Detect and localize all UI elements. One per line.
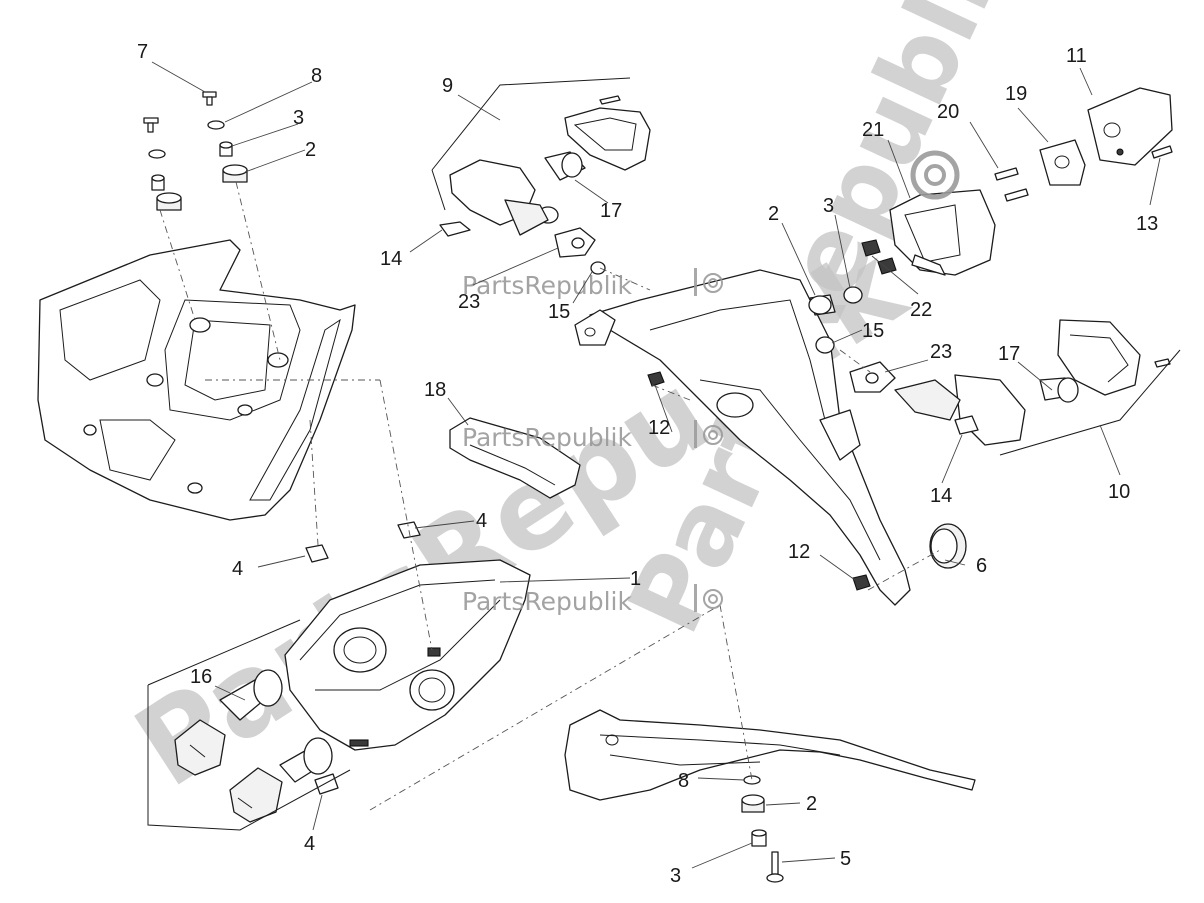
callout-4-lower: 4 xyxy=(304,833,315,855)
watermark-brand-3: PartsRepublik xyxy=(462,584,723,616)
callout-23-right: 23 xyxy=(930,341,952,363)
callout-12: 12 xyxy=(648,417,670,439)
callout-2-lower: 2 xyxy=(806,793,817,815)
screw-7 xyxy=(143,91,217,133)
clip-4 xyxy=(305,521,421,795)
group-bracket-10 xyxy=(999,349,1181,456)
assembly-lines xyxy=(159,181,941,811)
rear-subframe xyxy=(564,709,976,801)
callout-3: 3 xyxy=(293,107,304,129)
callout-21: 21 xyxy=(862,119,884,141)
callout-labels: 7 8 3 2 9 17 14 23 15 11 19 20 21 13 2 3… xyxy=(137,41,1158,887)
screw-13 xyxy=(1151,145,1173,159)
callout-14-right: 14 xyxy=(930,485,952,507)
grommet-2-mid xyxy=(808,294,836,316)
cap-6 xyxy=(929,523,967,569)
washer-8 xyxy=(148,120,225,159)
turn-signal-left xyxy=(439,95,651,258)
cover-11 xyxy=(1087,87,1173,166)
callout-3-mid: 3 xyxy=(823,195,834,217)
callout-14: 14 xyxy=(380,248,402,270)
callout-20: 20 xyxy=(937,101,959,123)
callout-23: 23 xyxy=(458,291,480,313)
callout-16: 16 xyxy=(190,666,212,688)
callout-9: 9 xyxy=(442,75,453,97)
spacer-3-lower xyxy=(751,829,767,847)
group-bracket-9 xyxy=(431,77,631,171)
plate-19 xyxy=(1039,139,1086,186)
nut-15 xyxy=(590,261,835,354)
screw-20 xyxy=(994,167,1029,202)
callout-12-lower: 12 xyxy=(788,541,810,563)
callout-11: 11 xyxy=(1066,45,1087,67)
turn-signal-right xyxy=(849,319,1171,446)
callout-7: 7 xyxy=(137,41,148,63)
watermark-gear-large xyxy=(910,150,960,200)
washer-8-lower xyxy=(743,775,761,785)
leader-lines xyxy=(151,61,1161,869)
callout-2-mid: 2 xyxy=(768,203,779,225)
callout-4-mid: 4 xyxy=(476,510,487,532)
bolt-5 xyxy=(766,851,784,883)
callout-10: 10 xyxy=(1108,481,1130,503)
nut-22 xyxy=(861,239,897,275)
taillight-housing xyxy=(284,559,531,751)
watermark-brand-2: PartsRepublik xyxy=(462,420,723,452)
callout-3-lower: 3 xyxy=(670,865,681,887)
group-bracket-16b xyxy=(147,619,301,686)
callout-6: 6 xyxy=(976,555,987,577)
callout-19: 19 xyxy=(1005,83,1027,105)
license-plate-holder xyxy=(574,269,911,606)
callout-13: 13 xyxy=(1136,213,1158,235)
license-light-21 xyxy=(889,189,996,276)
rear-fairing-cover xyxy=(37,239,356,521)
callout-2: 2 xyxy=(305,139,316,161)
rubber-pad-18 xyxy=(449,417,581,499)
nut-12 xyxy=(647,371,871,591)
callout-5: 5 xyxy=(840,848,851,870)
callout-17: 17 xyxy=(600,200,622,222)
grommet-2-lower xyxy=(741,794,765,813)
svg-text:PartsRepublik: PartsRepublik xyxy=(462,423,632,452)
callout-15-mid: 15 xyxy=(862,320,884,342)
bulb-socket-16 xyxy=(174,669,333,823)
callout-18: 18 xyxy=(424,379,446,401)
spacer-3-mid xyxy=(843,286,863,304)
callout-1: 1 xyxy=(630,568,641,590)
spacer-3 xyxy=(151,141,233,191)
callout-4-left: 4 xyxy=(232,558,243,580)
callout-22: 22 xyxy=(910,299,932,321)
callout-8: 8 xyxy=(311,65,322,87)
svg-text:PartsRepublik: PartsRepublik xyxy=(462,587,632,616)
watermark-brand-1: PartsRepublik xyxy=(462,268,723,300)
svg-text:PartsRepublik: PartsRepublik xyxy=(462,271,632,300)
grommet-2 xyxy=(156,164,248,211)
group-bracket-9b xyxy=(431,169,446,211)
callout-17-right: 17 xyxy=(998,343,1020,365)
group-bracket-16 xyxy=(147,685,351,831)
callout-15: 15 xyxy=(548,301,570,323)
callout-8-lower: 8 xyxy=(678,770,689,792)
